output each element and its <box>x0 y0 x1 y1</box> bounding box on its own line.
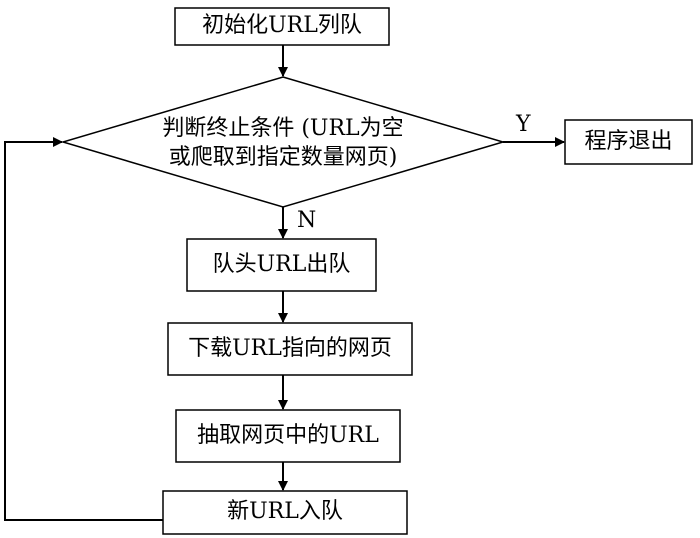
yes-label: Y <box>516 112 531 137</box>
enqueue-box <box>162 490 408 535</box>
decision-label-line2: 或爬取到指定数量网页) <box>168 145 398 170</box>
download-label: 下载URL指向的网页 <box>188 336 392 361</box>
dequeue-box <box>186 238 377 292</box>
start-label: 初始化URL列队 <box>202 13 362 38</box>
extract-label: 抽取网页中的URL <box>197 423 379 448</box>
exit-label: 程序退出 <box>584 129 673 154</box>
download-box <box>167 322 413 376</box>
exit-box <box>564 119 693 165</box>
arrow-loop-back <box>4 137 163 521</box>
decision-label-line1: 判断终止条件 (URL为空 <box>162 116 404 141</box>
enqueue-label: 新URL入队 <box>227 499 343 524</box>
extract-box <box>175 409 401 463</box>
dequeue-label: 队头URL出队 <box>212 252 351 277</box>
decision-diamond <box>60 76 506 208</box>
start-box <box>174 7 390 46</box>
no-label: N <box>297 208 317 233</box>
